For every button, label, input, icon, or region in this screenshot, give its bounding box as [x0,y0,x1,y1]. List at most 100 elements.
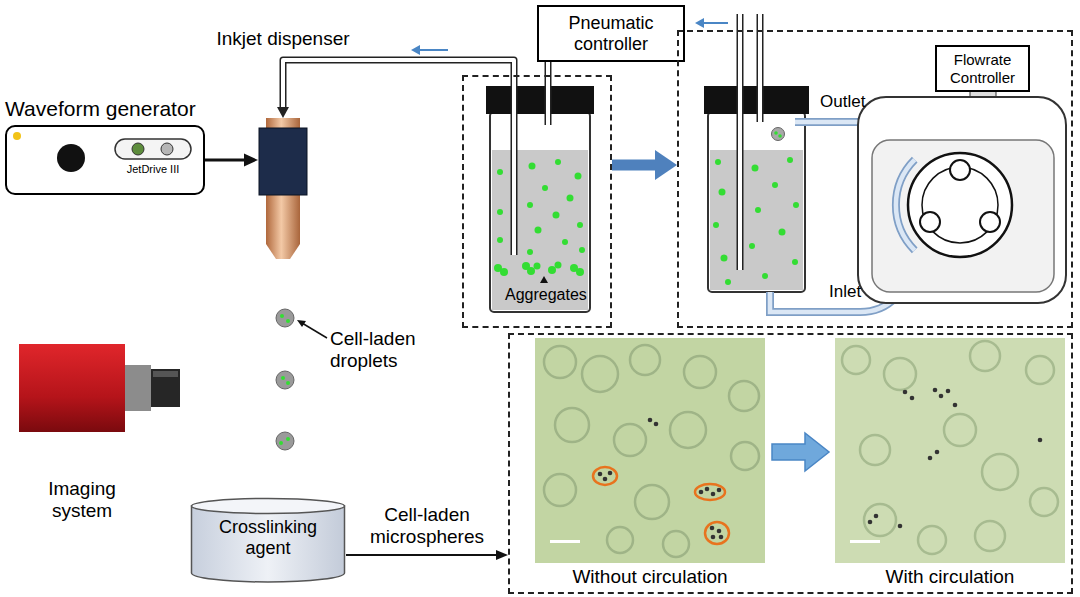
image-caption: With circulation [835,566,1065,588]
flow-arrow [702,22,728,24]
microsphere [630,345,660,375]
cell [598,472,603,477]
microsphere [614,424,646,456]
bottle-liquid [710,150,803,290]
box-label: Flowrate Controller [942,51,1023,86]
tube [511,75,518,255]
cell [699,490,704,495]
micro-rings [842,341,1058,554]
cell [749,243,755,249]
tube [545,75,552,125]
cell [575,173,582,180]
cell [725,279,731,285]
cell [553,212,560,219]
block-arrow [772,433,829,471]
highlight-ring [695,484,725,500]
cell [787,157,793,163]
microsphere [635,485,669,519]
pump-panel [872,140,1054,292]
cell [527,249,533,255]
cell [577,222,583,228]
camera-body [19,344,125,432]
lens-highlight [153,371,178,377]
cell [868,520,873,525]
generator-art [7,127,203,193]
cell [529,163,536,170]
cell [933,388,938,393]
cell-aggregate [555,262,562,269]
arrow-head [655,150,677,180]
controller-box: Pneumatic controller [537,5,685,62]
button-panel [115,139,191,159]
microsphere [684,356,716,388]
microsphere [918,526,946,554]
tube-bore [738,14,742,270]
microsphere [944,414,976,446]
knob [57,144,85,172]
dish-rim [192,499,345,514]
tube-bore [546,62,550,75]
waveform-generator: Waveform generatorJetDrive III [5,125,205,195]
dish-body [192,506,345,582]
cell [874,514,879,519]
tube-bore [512,75,516,255]
leader-arrow [540,276,548,283]
connector-line [283,60,514,109]
connector [548,62,549,75]
microsphere [884,358,916,390]
microsphere [864,504,896,536]
cell [711,535,716,540]
controller-box: Flowrate Controller [935,45,1030,92]
connector-line [205,159,247,162]
cell [567,195,574,202]
cell [579,247,585,253]
cell [497,169,503,175]
holder-band [259,128,307,195]
connector [205,154,258,167]
cell [286,319,290,323]
cell [705,487,710,492]
droplet [276,371,294,389]
cell [603,477,608,482]
inkjet-dispenser: Inkjet dispenser [258,118,308,260]
cell [779,229,786,236]
cell [608,471,613,476]
cell [497,237,503,243]
microsphere [663,531,689,557]
part-label: Imaging system [30,478,134,522]
scale-bar [850,540,880,543]
cell [1038,438,1043,443]
scale-bar [550,540,580,543]
leader-line [302,323,327,338]
cell [542,185,548,191]
edge-label: Cell-laden microspheres [362,504,492,548]
lens-mount [125,365,151,411]
port-label: Outlet [820,92,880,112]
cell-aggregate [548,266,556,274]
flow-arrow [418,49,448,51]
part-label: Inkjet dispenser [173,28,393,50]
camera-art [18,343,182,433]
microsphere [1030,488,1058,516]
dashed-region: Without circulation With circulation [508,333,1073,594]
cell [762,273,768,279]
cell [535,227,542,234]
dashed-region: OutletInletFlowrate Controller [677,30,1073,328]
camera: Imaging system [18,343,182,433]
pump-roller [920,212,940,232]
cell [928,456,933,461]
flow-arrow-head [695,18,704,28]
image-caption: Without circulation [535,566,765,588]
cell [935,450,940,455]
cell [710,526,715,531]
tube-bore [546,75,550,125]
connector-line [545,62,552,75]
cell [792,259,798,265]
callout-label: Cell-laden droplets [330,328,438,372]
connector-line [346,554,498,556]
cell [281,376,285,380]
lens [151,369,180,407]
cell [719,535,724,540]
cell [654,422,659,427]
